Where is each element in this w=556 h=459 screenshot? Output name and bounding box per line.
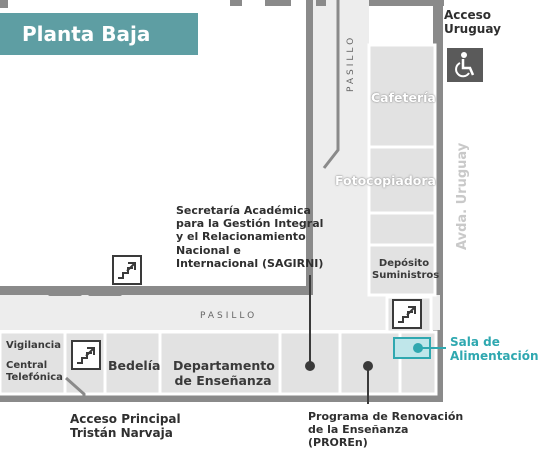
room-departamento: Departamento de Enseñanza (173, 358, 275, 388)
location-dot-icon (305, 361, 315, 371)
label-sagirni: Secretaría Académica para la Gestión Int… (176, 204, 324, 270)
label-acceso-uruguay: Acceso Uruguay (444, 8, 501, 37)
location-dots (305, 361, 373, 371)
title-banner: Planta Baja (0, 13, 198, 55)
corridor-horizontal (0, 295, 440, 330)
wall-bottom (0, 394, 443, 402)
corridor-label-vertical: PASILLO (346, 34, 356, 92)
label-acceso-principal: Acceso Principal Tristán Narvaja (70, 412, 181, 441)
room-proren-shape (338, 330, 402, 396)
room-fotocopiadora: Fotocopiadora (335, 173, 436, 188)
room-cafeteria: Cafetería (371, 90, 436, 105)
room-empty-shape (367, 211, 437, 247)
room-fotocopiadora-shape (367, 145, 437, 215)
location-dot-icon (413, 343, 423, 353)
location-dot-icon (363, 361, 373, 371)
label-sala-alimentacion: Sala de Alimentación (450, 335, 539, 364)
room-depto-shape (158, 330, 282, 396)
wheelchair-icon (447, 48, 483, 82)
wall-top (356, 0, 444, 6)
entrance-door-line (65, 376, 86, 402)
room-bedelia: Bedelía (108, 358, 161, 373)
wall-right (433, 0, 443, 398)
stairs-icon (71, 340, 101, 370)
room-deposito: Depósito Suministros (372, 258, 440, 281)
room-column (367, 43, 437, 334)
corridor-label-horizontal: PASILLO (200, 311, 258, 321)
corridor-vertical (313, 0, 369, 310)
street-label: Avda. Uruguay (455, 142, 470, 250)
stairs-icon (112, 255, 142, 285)
room-central-telefonica: Central Telefónica (6, 360, 63, 383)
page-title: Planta Baja (22, 22, 151, 46)
stairs-icon (392, 299, 422, 329)
corridor-inner-line (322, 0, 340, 169)
label-proren: Programa de Renovación de la Enseñanza (… (308, 410, 464, 450)
room-deposito-shape (367, 243, 437, 297)
room-vigilancia: Vigilancia (6, 340, 61, 351)
upper-walls (0, 0, 326, 296)
